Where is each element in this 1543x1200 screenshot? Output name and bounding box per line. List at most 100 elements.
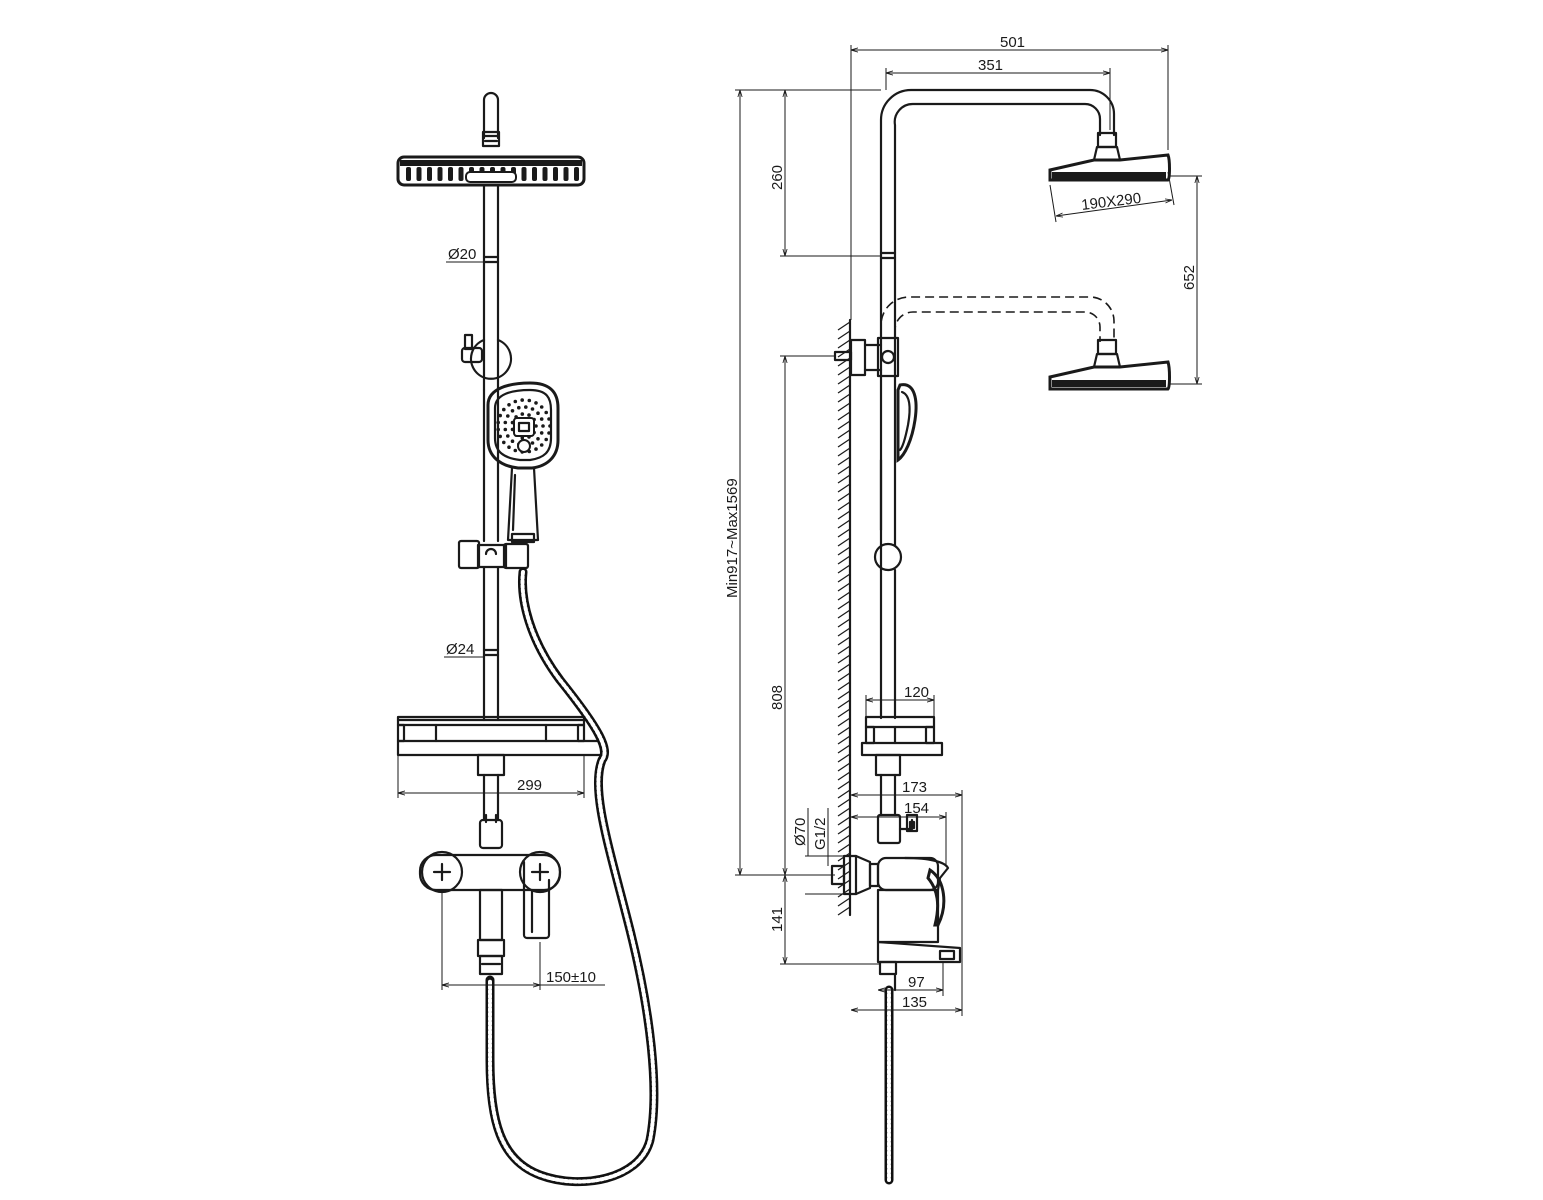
front-mixer-valve — [418, 850, 562, 976]
nozzle-dot — [524, 405, 528, 409]
nozzle-slot — [458, 167, 464, 181]
wall-hatch-line — [837, 555, 851, 565]
nozzle-dot — [503, 427, 508, 432]
nozzle-dot — [506, 414, 510, 418]
wall-hatch-line — [837, 789, 851, 799]
side-mixer-valve — [830, 854, 962, 992]
wall-hatch-line — [837, 483, 851, 493]
wall-hatch-line — [837, 537, 851, 547]
nozzle-dot — [517, 405, 521, 410]
wall-hatch-line — [837, 627, 851, 637]
wall-hatch-line — [837, 654, 851, 664]
nozzle-slot — [406, 167, 411, 181]
wall-hatch-line — [837, 906, 851, 916]
dim-rail-height: 808 — [769, 685, 786, 710]
side-rain-head-lower — [1048, 338, 1171, 391]
nozzle-dot — [547, 417, 551, 421]
front-hand-shower — [486, 381, 560, 544]
nozzle-dot — [536, 411, 540, 416]
nozzle-dot — [539, 417, 544, 421]
wall-hatch-line — [837, 744, 851, 754]
nozzle-dot — [534, 401, 538, 405]
wall-hatch-line — [837, 420, 851, 430]
wall-hatch-line — [837, 375, 851, 385]
dim-spout-total: 135 — [902, 994, 927, 1011]
wall-hatch-line — [837, 636, 851, 646]
nozzle-dot — [503, 420, 508, 425]
nozzle-dot — [527, 398, 532, 403]
front-upper-pipe — [482, 183, 500, 392]
nozzle-slot — [521, 167, 527, 181]
dim-mixer-depth-outer: 173 — [902, 779, 927, 796]
wall-hatch-line — [837, 672, 851, 682]
side-wall — [837, 318, 852, 917]
wall-hatch-line — [837, 510, 851, 520]
nozzle-dot — [534, 447, 538, 451]
nozzle-dot — [530, 407, 535, 411]
front-dimensions: Ø20 Ø24 299 150±10 — [397, 246, 605, 990]
wall-hatch-line — [837, 582, 851, 592]
front-shower-hose — [485, 567, 659, 1187]
wall-hatch-line — [837, 825, 851, 835]
wall-hatch-line — [837, 753, 851, 763]
dim-flange-diameter: Ø70 — [792, 818, 809, 846]
wall-hatch-line — [837, 771, 851, 781]
front-top-pipe — [481, 91, 501, 148]
nozzle-dot — [510, 439, 515, 444]
nozzle-slot — [563, 167, 569, 181]
dim-mixer-spacing: 150±10 — [546, 969, 596, 986]
dim-spout-height: 141 — [769, 907, 786, 932]
front-rain-shower-head — [396, 155, 586, 187]
wall-hatch-line — [837, 501, 851, 511]
dim-top-height: 260 — [769, 165, 786, 190]
nozzle-dot — [520, 398, 524, 402]
nozzle-slot — [532, 167, 537, 181]
nozzle-dot — [527, 413, 531, 417]
wall-hatch-line — [837, 681, 851, 691]
front-lower-pipe — [482, 388, 500, 722]
nozzle-dot — [548, 424, 552, 428]
nozzle-dot — [539, 431, 544, 435]
nozzle-slot — [574, 167, 579, 181]
nozzle-dot — [513, 399, 518, 404]
wall-hatch-line — [837, 618, 851, 628]
nozzle-dot — [498, 434, 503, 439]
wall-hatch-line — [837, 339, 851, 349]
wall-hatch-line — [837, 456, 851, 466]
dim-headshower-size: 190X290 — [1080, 190, 1142, 214]
nozzle-dot — [498, 413, 503, 418]
side-view: 501 351 260 Min917~Max1569 190X290 652 — [724, 34, 1202, 1185]
wall-hatch-line — [837, 897, 851, 907]
wall-hatch-line — [837, 834, 851, 844]
wall-hatch-line — [837, 816, 851, 826]
nozzle-dot — [520, 412, 525, 416]
nozzle-dot — [541, 424, 545, 428]
wall-hatch-line — [837, 726, 851, 736]
dim-spout-reach: 97 — [908, 974, 925, 991]
wall-hatch-line — [837, 447, 851, 457]
side-slider — [873, 542, 903, 572]
nozzle-dot — [536, 437, 540, 441]
wall-hatch-line — [837, 591, 851, 601]
side-hand-shower — [879, 383, 918, 532]
wall-hatch-line — [837, 429, 851, 439]
wall-hatch-line — [837, 573, 851, 583]
dim-total-depth: 501 — [1000, 34, 1025, 51]
nozzle-dot — [510, 409, 515, 413]
dim-arm-adjust: 652 — [1181, 265, 1198, 290]
wall-hatch-line — [837, 321, 851, 331]
dim-thread: G1/2 — [812, 817, 829, 850]
nozzle-slot — [553, 167, 558, 181]
wall-hatch-line — [837, 384, 851, 394]
side-wall-bracket — [833, 336, 900, 378]
wall-hatch-line — [837, 564, 851, 574]
wall-hatch-line — [837, 780, 851, 790]
nozzle-dot — [539, 443, 544, 447]
dim-mixer-depth-inner: 154 — [904, 800, 929, 817]
nozzle-dot — [534, 424, 538, 428]
nozzle-dot — [544, 437, 548, 442]
nozzle-dot — [507, 403, 511, 407]
dim-shelf-depth: 120 — [904, 684, 929, 701]
wall-hatch-line — [837, 690, 851, 700]
